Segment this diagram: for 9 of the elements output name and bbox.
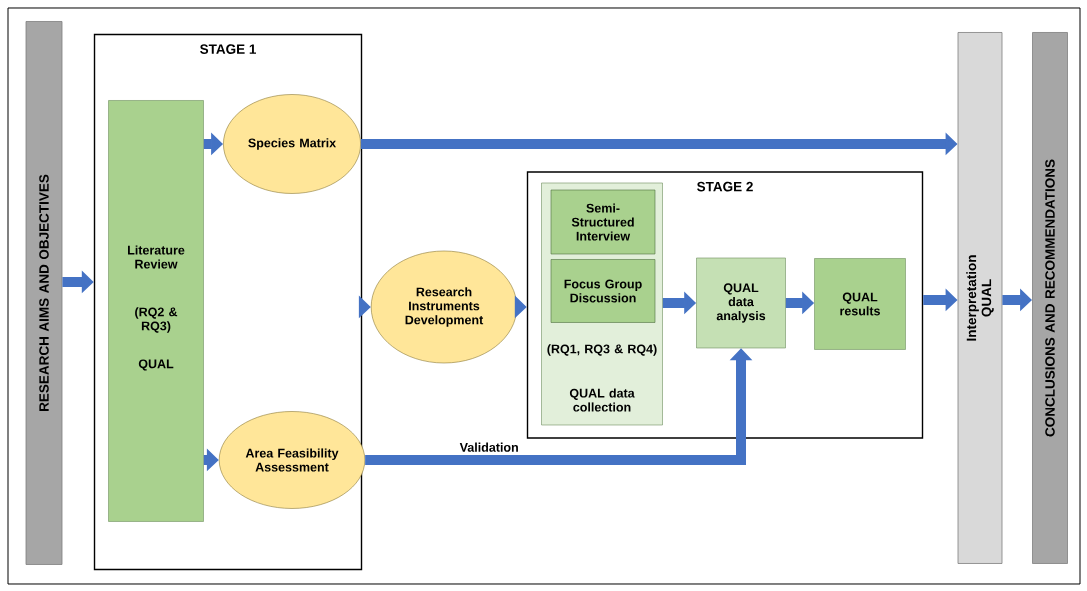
process-box: QUAL data analysis	[696, 257, 786, 349]
edge-label: Validation	[458, 441, 520, 453]
side-bar: RESEARCH AIMS AND OBJECTIVES	[25, 21, 63, 565]
process-box: Semi-Structured Interview	[550, 189, 656, 255]
side-bar: CONCLUSIONS AND RECOMMENDATIONS	[1032, 32, 1068, 564]
process-box: Literature Review (RQ2 & RQ3) QUAL	[108, 100, 204, 522]
process-box: QUAL results	[814, 258, 906, 350]
process-box: Focus Group Discussion	[550, 259, 656, 323]
side-bar: Interpretation QUAL	[957, 32, 1003, 564]
